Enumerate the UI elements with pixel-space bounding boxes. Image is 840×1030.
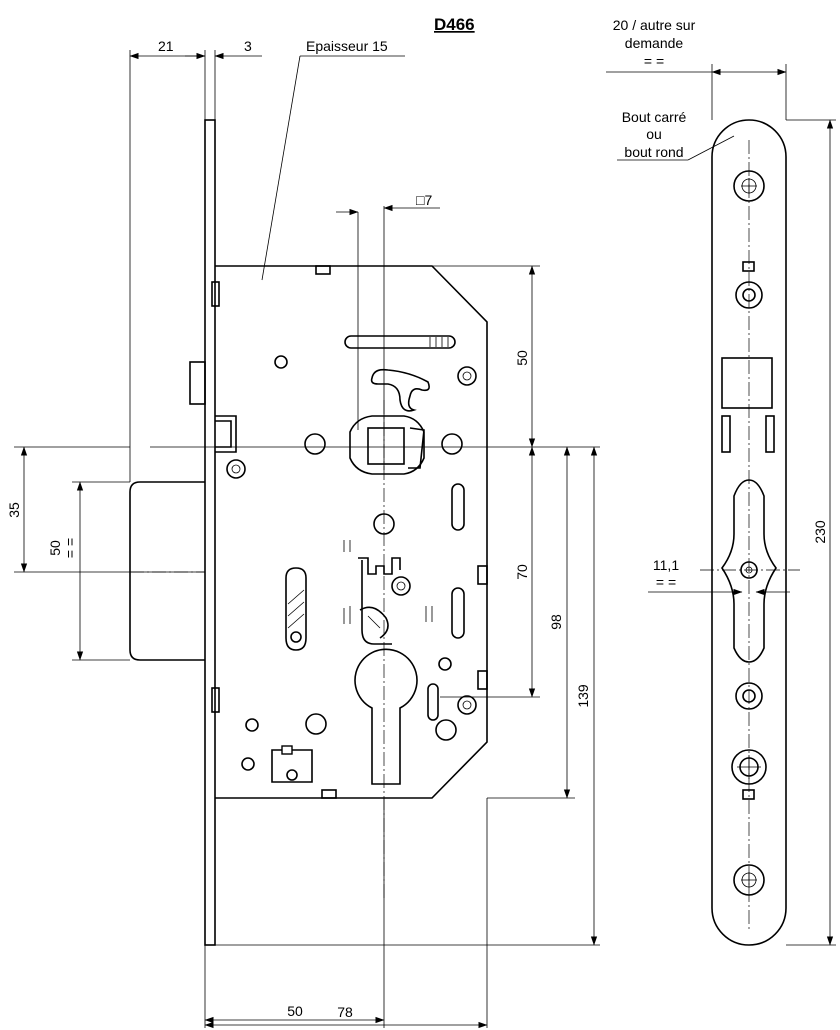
dim-50-left-label: 50 bbox=[47, 540, 63, 556]
end-note-line3: bout rond bbox=[624, 144, 683, 160]
slide-bar bbox=[344, 335, 456, 349]
square-label: □7 bbox=[416, 192, 432, 208]
front-center-axes bbox=[130, 400, 385, 900]
dim-50-left-eq: = = bbox=[62, 538, 78, 558]
follower-hub bbox=[349, 415, 425, 475]
bottom-bracket bbox=[271, 745, 313, 783]
side-dimensions bbox=[606, 64, 836, 946]
faceplate-side bbox=[204, 119, 216, 946]
dim-11-1-eq: = = bbox=[656, 574, 676, 590]
dim-98-label: 98 bbox=[548, 614, 564, 630]
dim-50-bottom-label: 50 bbox=[287, 1003, 303, 1019]
dim-230-label: 230 bbox=[812, 520, 828, 544]
dim-21-label: 21 bbox=[158, 38, 174, 54]
side-labels: 20 / autre sur demande = = Bout carré ou… bbox=[613, 17, 828, 590]
central-mechanism bbox=[343, 540, 433, 645]
hook-lever bbox=[370, 368, 430, 412]
lock-case bbox=[215, 265, 488, 799]
cylinder-cutout bbox=[354, 648, 418, 785]
dim-3-label: 3 bbox=[244, 38, 252, 54]
end-note-line1: Bout carré bbox=[622, 109, 687, 125]
faceplate-front bbox=[711, 119, 787, 946]
dim-139-label: 139 bbox=[575, 684, 591, 708]
dim-11-1-label: 11,1 bbox=[653, 557, 679, 573]
dim-50-top-label: 50 bbox=[514, 350, 530, 366]
width-note-eq: = = bbox=[644, 53, 664, 69]
dim-70-label: 70 bbox=[514, 564, 530, 580]
case-screws bbox=[226, 366, 477, 715]
side-center-axes bbox=[700, 140, 800, 930]
drawing-title: D466 bbox=[434, 15, 475, 34]
handle-projection bbox=[129, 281, 220, 713]
front-labels: 21 3 Epaisseur 15 □7 50 70 98 139 35 50 … bbox=[6, 38, 591, 1020]
bolt-guide bbox=[285, 567, 307, 651]
end-note-line2: ou bbox=[646, 126, 662, 142]
case-holes bbox=[241, 355, 463, 781]
dim-35-label: 35 bbox=[6, 502, 22, 518]
case-slots bbox=[427, 483, 465, 721]
thickness-label: Epaisseur 15 bbox=[306, 38, 388, 54]
width-note-line2: demande bbox=[625, 35, 684, 51]
width-note-line1: 20 / autre sur bbox=[613, 17, 696, 33]
dim-78-label: 78 bbox=[337, 1004, 353, 1020]
front-dimensions bbox=[14, 50, 600, 1029]
